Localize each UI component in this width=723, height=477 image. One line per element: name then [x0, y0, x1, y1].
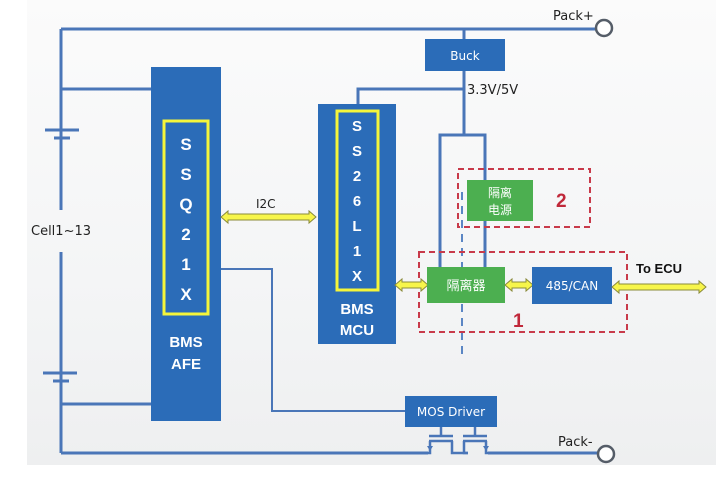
- isolated-power-line1: 隔离: [488, 185, 512, 200]
- battery-cell-symbol-top: [45, 128, 79, 140]
- transceiver-label: 485/CAN: [546, 279, 599, 293]
- pack-plus-label: Pack+: [553, 9, 594, 24]
- region-1-highlight: [418, 251, 628, 333]
- battery-label: Cell1~13: [31, 224, 91, 239]
- pack-minus-label: Pack-: [558, 435, 593, 450]
- i2c-label: I2C: [256, 197, 276, 211]
- pack-minus-terminal[interactable]: [596, 444, 616, 464]
- mcu-chip-char: 6: [353, 193, 361, 210]
- mcu-supply-wire: [356, 87, 464, 104]
- region-1-number: 1: [513, 311, 524, 332]
- i2c-bus-arrow: [220, 209, 317, 225]
- buck-label: Buck: [450, 49, 479, 63]
- region-2-number: 2: [556, 191, 567, 212]
- ecu-bus-arrow: [611, 279, 707, 295]
- mcu-label-line2: MCU: [340, 322, 374, 339]
- ecu-label: To ECU: [636, 261, 682, 276]
- isolated-power-block[interactable]: 隔离 电源: [467, 180, 533, 221]
- region-2-highlight: [457, 168, 591, 228]
- mcu-label-line1: BMS: [340, 301, 373, 318]
- mcu-chip-frame: [335, 109, 380, 292]
- transceiver-block[interactable]: 485/CAN: [532, 267, 612, 304]
- afe-chip-char: S: [180, 135, 191, 154]
- afe-chip-char: S: [180, 165, 191, 184]
- isolator-block[interactable]: 隔离器: [427, 267, 505, 303]
- afe-label-line2: AFE: [171, 356, 201, 373]
- afe-label-line1: BMS: [169, 334, 202, 351]
- bms-afe-block[interactable]: S S Q 2 1 X BMS AFE: [151, 67, 221, 421]
- mcu-chip-char: S: [352, 118, 362, 135]
- afe-chip-char: 1: [181, 255, 190, 274]
- buck-output-label: 3.3V/5V: [467, 83, 518, 98]
- afe-chip-char: 2: [181, 225, 190, 244]
- mcu-chip-char: 2: [353, 168, 361, 185]
- afe-chip-char: X: [180, 285, 192, 304]
- pack-plus-terminal[interactable]: [594, 18, 614, 38]
- mos-driver-label: MOS Driver: [417, 405, 485, 419]
- mcu-chip-char: 1: [353, 243, 361, 260]
- afe-chip-char: Q: [179, 195, 192, 214]
- isolator-label: 隔离器: [446, 278, 485, 294]
- mos-driver-block[interactable]: MOS Driver: [405, 396, 497, 427]
- battery-cell-symbol-bottom: [43, 371, 77, 383]
- mcu-chip-char: S: [352, 143, 362, 160]
- buck-converter-block[interactable]: Buck: [425, 39, 505, 71]
- mcu-chip-char: L: [352, 218, 361, 235]
- afe-mos-control-wire: [221, 268, 405, 412]
- isolated-power-line2: 电源: [488, 203, 512, 217]
- mosfet-pair-icon: [427, 427, 489, 455]
- afe-chip-frame: [162, 119, 210, 316]
- mcu-chip-char: X: [352, 268, 362, 285]
- bms-mcu-block[interactable]: S S 2 6 L 1 X BMS MCU: [318, 104, 396, 344]
